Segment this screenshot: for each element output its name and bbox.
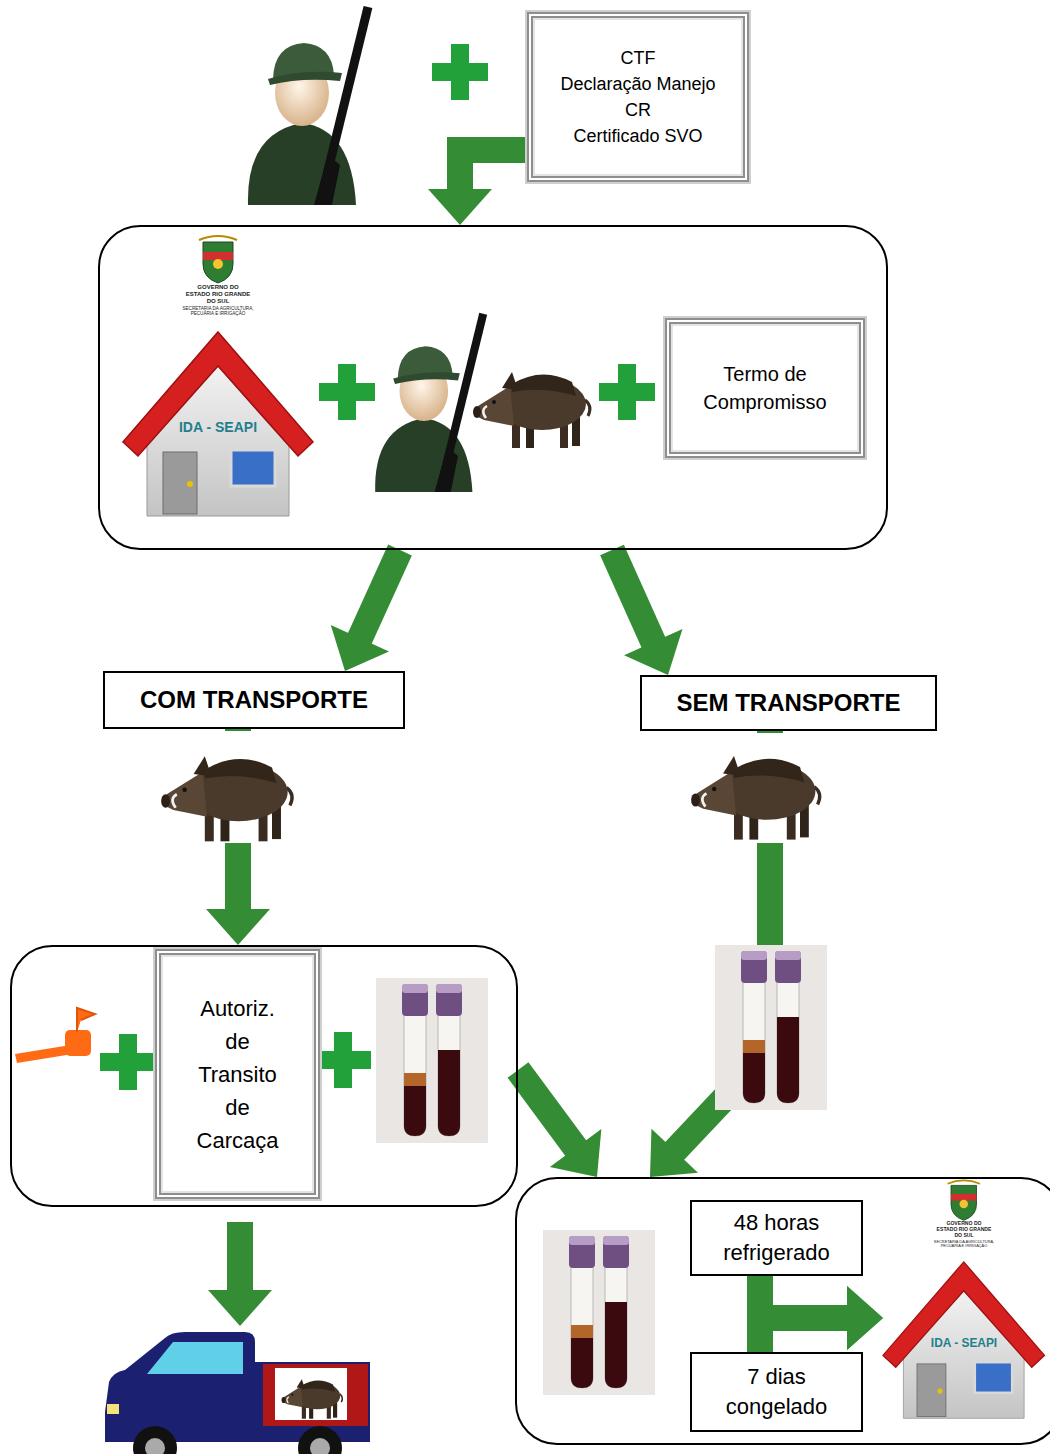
node-text: 48 horas refrigerado [707, 1208, 847, 1268]
emblem-text: GOVERNO DO ESTADO RIO GRANDE DO SUL [185, 284, 251, 305]
group-box: GOVERNO DO ESTADO RIO GRANDE DO SULSECRE… [98, 225, 888, 550]
blood-tubes [715, 945, 827, 1110]
node-text: COM TRANSPORTE [140, 685, 368, 715]
node-text: Certificado SVO [573, 123, 702, 149]
node-text: CR [625, 97, 651, 123]
hunter-figure [248, 7, 368, 205]
flow-arrow [612, 550, 682, 675]
truck-figure [105, 1332, 370, 1454]
label-box: 7 dias congelado [690, 1352, 863, 1432]
building-node: GOVERNO DO ESTADO RIO GRANDE DO SULSECRE… [883, 1182, 1045, 1420]
flow-arrow [428, 150, 527, 225]
plus-sign [315, 1032, 371, 1088]
building-label: IDA - SEAPI [123, 419, 313, 436]
group-box: 48 horas refrigerado 7 dias congelado GOVE… [515, 1177, 1050, 1445]
label-box: COM TRANSPORTE [103, 671, 405, 729]
building-icon [123, 236, 313, 516]
plus-sign [599, 364, 655, 420]
node-text: Autoriz. de Transito de Carcaça [188, 992, 288, 1157]
node-text: SEM TRANSPORTE [676, 688, 900, 718]
building-node: GOVERNO DO ESTADO RIO GRANDE DO SULSECRE… [123, 238, 313, 518]
building-icon [883, 1180, 1045, 1418]
document-box: Autoriz. de Transito de Carcaça [155, 949, 320, 1199]
seal-tag [15, 1008, 95, 1063]
flow-arrow [760, 1286, 883, 1352]
document-box: Termo de Compromisso [665, 318, 865, 458]
emblem-text: SECRETARIA DA AGRICULTURA, PECUÁRIA E IR… [172, 306, 264, 317]
blood-tubes [376, 978, 488, 1143]
node-text: 7 dias congelado [707, 1362, 847, 1422]
plus-sign [319, 364, 375, 420]
node-text: Termo de Compromisso [685, 360, 845, 416]
blood-tubes [543, 1230, 655, 1395]
group-box: Autoriz. de Transito de Carcaça [10, 945, 518, 1207]
flow-arrow [208, 1222, 272, 1326]
boar-figure [473, 372, 590, 448]
hunter-figure [375, 314, 483, 492]
building-label: IDA - SEAPI [883, 1336, 1045, 1350]
flow-arrow [518, 1070, 601, 1177]
document-box: CTFDeclaração ManejoCRCertificado SVO [527, 12, 749, 182]
plus-sign [432, 44, 488, 100]
flow-arrow [331, 550, 400, 671]
node-text: Declaração Manejo [560, 71, 715, 97]
picture-ground [150, 731, 310, 843]
emblem-text: SECRETARIA DA AGRICULTURA, PECUÁRIA E IR… [925, 1240, 1003, 1249]
label-box: SEM TRANSPORTE [640, 675, 937, 731]
boar-figure [691, 756, 820, 840]
picture-ground [680, 733, 830, 843]
plus-sign [100, 1034, 156, 1090]
label-box: 48 horas refrigerado [690, 1200, 863, 1276]
emblem-text: GOVERNO DO ESTADO RIO GRANDE DO SUL [936, 1221, 992, 1239]
boar-figure [161, 756, 292, 841]
node-text: CTF [621, 45, 656, 71]
